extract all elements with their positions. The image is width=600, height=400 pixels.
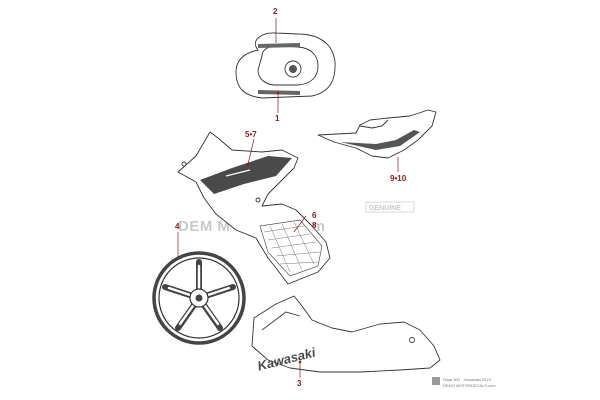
- credit-line-1: Ninja 300 · Kawasaki 2013: [443, 377, 491, 382]
- wheel-axle: [195, 294, 203, 302]
- tail-cowl: [317, 109, 437, 159]
- tail-cowl-outline: [317, 109, 437, 159]
- leader-6-8: [293, 215, 307, 233]
- credit-logo: [432, 377, 440, 385]
- leader-1-dot: [276, 91, 280, 95]
- callout-8: 8: [312, 221, 317, 230]
- callout-3: 3: [297, 379, 302, 388]
- callout-5-7: 5•7: [245, 130, 257, 139]
- credit-line-2: DEMO MOTORDECALS.com: [443, 383, 496, 388]
- leader-5-7-dot: [246, 162, 250, 166]
- fairing-mount-2: [255, 197, 261, 203]
- fairing-mount-1: [181, 161, 187, 167]
- side-fairing-decal-upper: [200, 156, 292, 194]
- wheel-spokes-inner: [167, 264, 231, 326]
- lower-fairing-edge: [261, 311, 301, 331]
- wheel: [152, 251, 246, 345]
- watermark-genuine-box: [365, 201, 415, 213]
- lower-fairing: Kawasaki: [251, 295, 441, 374]
- lower-fairing-mount: [409, 337, 415, 343]
- tail-decal-stripe: [340, 130, 420, 150]
- leader-3-dot: [298, 360, 302, 364]
- tank-decal-top: [258, 43, 300, 48]
- credit: Ninja 300 · Kawasaki 2013 DEMO MOTORDECA…: [432, 377, 496, 388]
- callout-9-10: 9•10: [390, 174, 407, 183]
- tail-seat-edge: [359, 119, 389, 129]
- callout-2: 2: [273, 7, 278, 16]
- side-fairing-mesh-outline: [259, 219, 323, 277]
- fuel-tank: [235, 32, 336, 99]
- callout-4: 4: [175, 222, 180, 231]
- callout-6: 6: [312, 211, 317, 220]
- side-fairing-outline: [177, 131, 331, 285]
- side-fairing-decal-logo: [225, 169, 251, 177]
- callout-1: 1: [275, 114, 280, 123]
- side-fairing-mesh-grid: [263, 221, 321, 273]
- leader-5-7: [247, 138, 255, 165]
- side-fairing: [177, 131, 331, 285]
- watermark-genuine: GENUINE: [369, 205, 401, 212]
- fuel-cap-center: [289, 65, 297, 73]
- lower-fairing-outline: [251, 295, 441, 373]
